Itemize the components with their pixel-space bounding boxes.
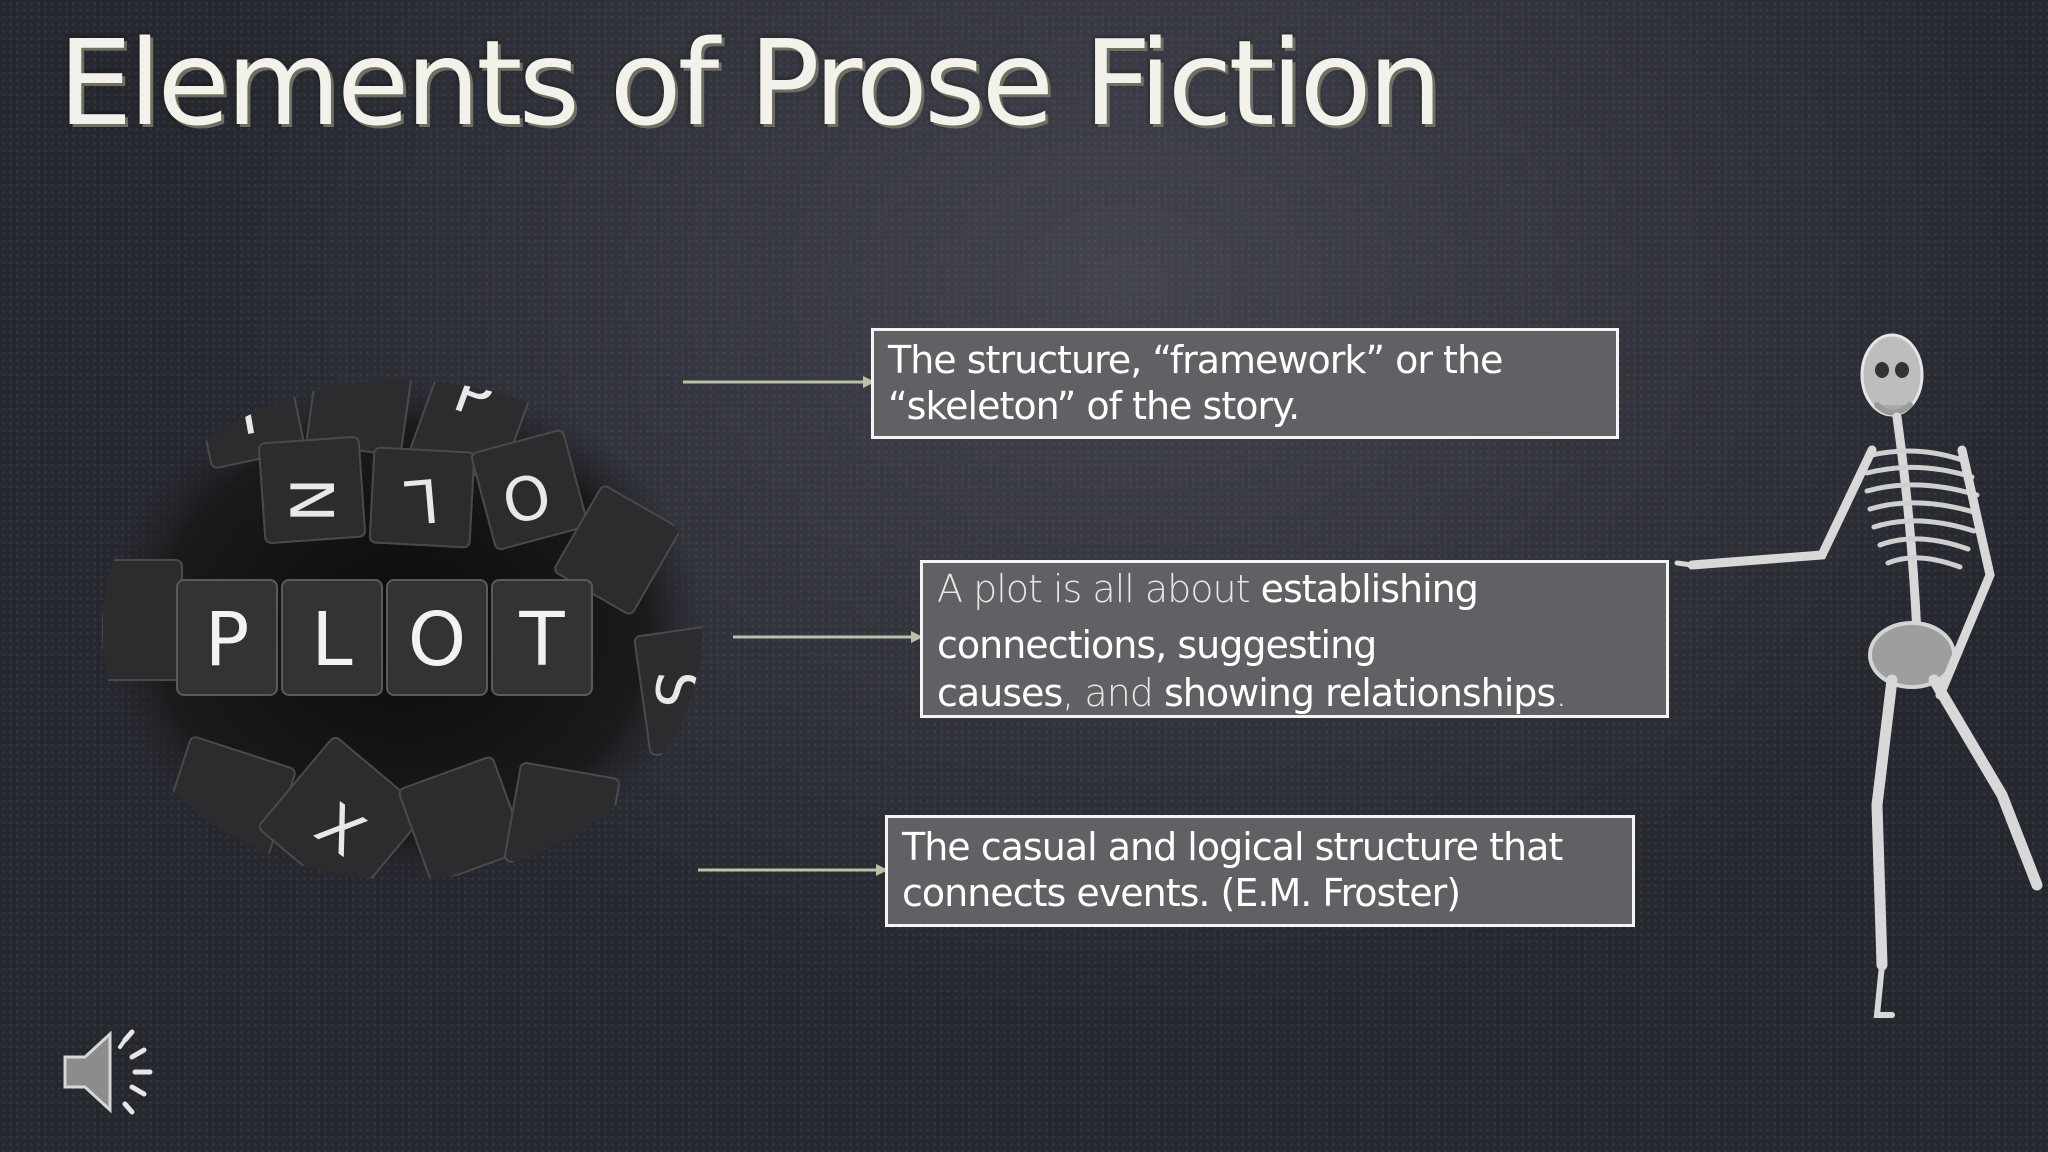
tile-letter: P	[205, 597, 250, 683]
arrow-to-callout-1	[683, 376, 875, 388]
callout-structure: The structure, “framework” or the “skele…	[871, 328, 1619, 439]
callout-text-strong: causes	[937, 671, 1063, 715]
arrow-to-callout-3	[698, 864, 888, 876]
tile-letter: S	[643, 668, 716, 712]
plot-letter-tiles-image: P L O T J N L O X S P	[97, 375, 716, 885]
callout-line: “skeleton” of the story.	[888, 384, 1300, 428]
callout-line: The structure, “framework” or the	[888, 338, 1503, 382]
callout-text-strong: showing relationships	[1163, 671, 1556, 715]
callout-causal-structure: The casual and logical structure that co…	[885, 815, 1635, 927]
arrow-to-callout-2	[733, 631, 923, 643]
callout-text-strong: establishing	[1260, 567, 1479, 611]
callout-line: connections, suggesting	[937, 623, 1377, 667]
tile-letter: N	[279, 478, 349, 523]
slide-title: Elements of Prose Fiction	[58, 14, 1443, 152]
tile-letter: O	[408, 597, 466, 683]
tile-letter: L	[402, 464, 442, 537]
speaker-icon[interactable]	[60, 1022, 170, 1122]
tile-letter: L	[311, 597, 352, 683]
callout-line: The casual and logical structure that	[902, 825, 1563, 869]
callout-text-light: .	[1555, 671, 1567, 715]
skeleton-figure	[1674, 333, 2043, 1018]
callout-connections: A plot is all about establishing connect…	[920, 560, 1669, 718]
tile-letter: T	[518, 597, 565, 683]
callout-text-light: A plot is all about	[937, 567, 1261, 611]
callout-line: connects events. (E.M. Froster)	[902, 871, 1461, 915]
callout-text-light: , and	[1062, 671, 1164, 715]
